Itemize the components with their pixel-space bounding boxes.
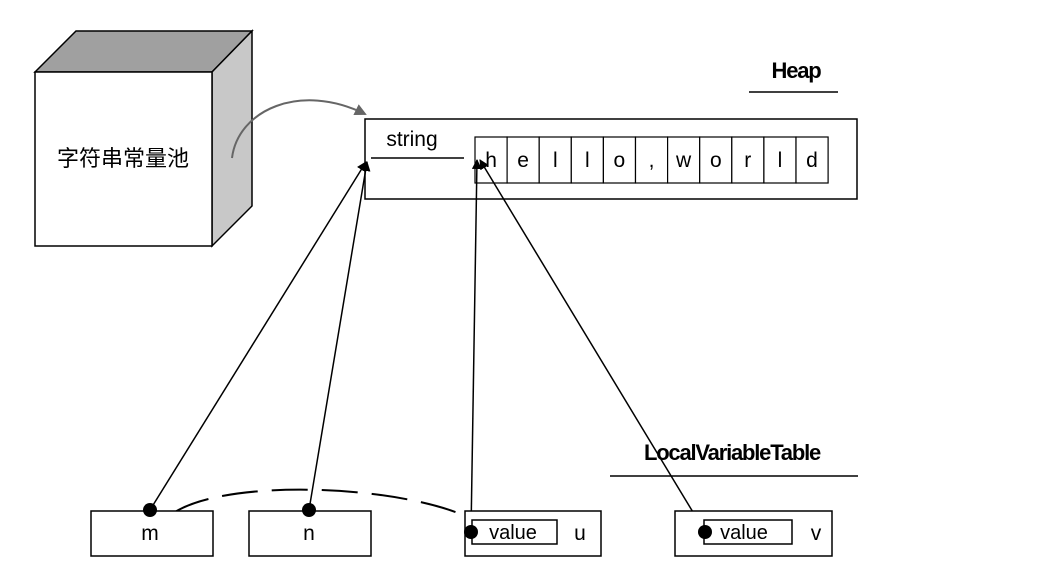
- variable-v: value v: [674, 510, 833, 557]
- local-table-title-group: LocalVariableTable: [610, 440, 858, 477]
- u-pointer-arrow: [470, 159, 482, 533]
- heap-title: Heap: [772, 58, 822, 83]
- pool-to-heap-arrow: [231, 99, 367, 159]
- char-cell-label: ,: [649, 149, 655, 172]
- variable-u: value u: [464, 510, 602, 557]
- char-cell-label: l: [553, 149, 558, 172]
- variable-u-value-label: value: [489, 522, 537, 544]
- char-cell: [666, 136, 701, 184]
- variable-n-box: [248, 510, 372, 557]
- variable-m-label: m: [141, 522, 159, 545]
- char-cell-label: e: [517, 149, 529, 172]
- char-cell-label: d: [806, 149, 818, 172]
- pool-label: 字符串常量池: [57, 146, 189, 171]
- v-pointer-arrow: [479, 159, 706, 533]
- local-table-title: LocalVariableTable: [644, 440, 821, 465]
- string-class-label: string: [386, 128, 437, 151]
- variable-u-label: u: [574, 522, 586, 545]
- char-cell: [763, 136, 797, 184]
- variable-n-label: n: [303, 522, 315, 545]
- string-constant-pool: 字符串常量池: [33, 29, 254, 248]
- heap-title-group: Heap: [749, 58, 838, 93]
- u-pointer-dot: [464, 525, 478, 539]
- char-cell-label: w: [675, 149, 692, 172]
- char-cell-label: l: [585, 149, 590, 172]
- pool-front-face: [34, 71, 213, 247]
- char-cell: [699, 136, 733, 184]
- variable-n: n: [248, 510, 372, 557]
- v-pointer-dot: [698, 525, 712, 539]
- variable-v-label: v: [811, 522, 822, 545]
- char-cell: [538, 136, 572, 184]
- char-cell-label: h: [485, 149, 497, 172]
- variable-m: m: [90, 510, 214, 557]
- variable-v-value-label: value: [720, 522, 768, 544]
- m-to-u-dashed-link: [174, 488, 471, 519]
- char-cell-label: o: [614, 149, 626, 172]
- m-pointer-dot: [143, 503, 157, 517]
- char-cell-label: l: [778, 149, 783, 172]
- char-cell-label: o: [710, 149, 722, 172]
- char-cell: [731, 136, 765, 184]
- char-cell-label: r: [744, 149, 751, 172]
- char-cell: [795, 136, 829, 184]
- n-pointer-arrow: [308, 161, 371, 511]
- m-pointer-arrow: [149, 161, 367, 511]
- n-pointer-dot: [302, 503, 316, 517]
